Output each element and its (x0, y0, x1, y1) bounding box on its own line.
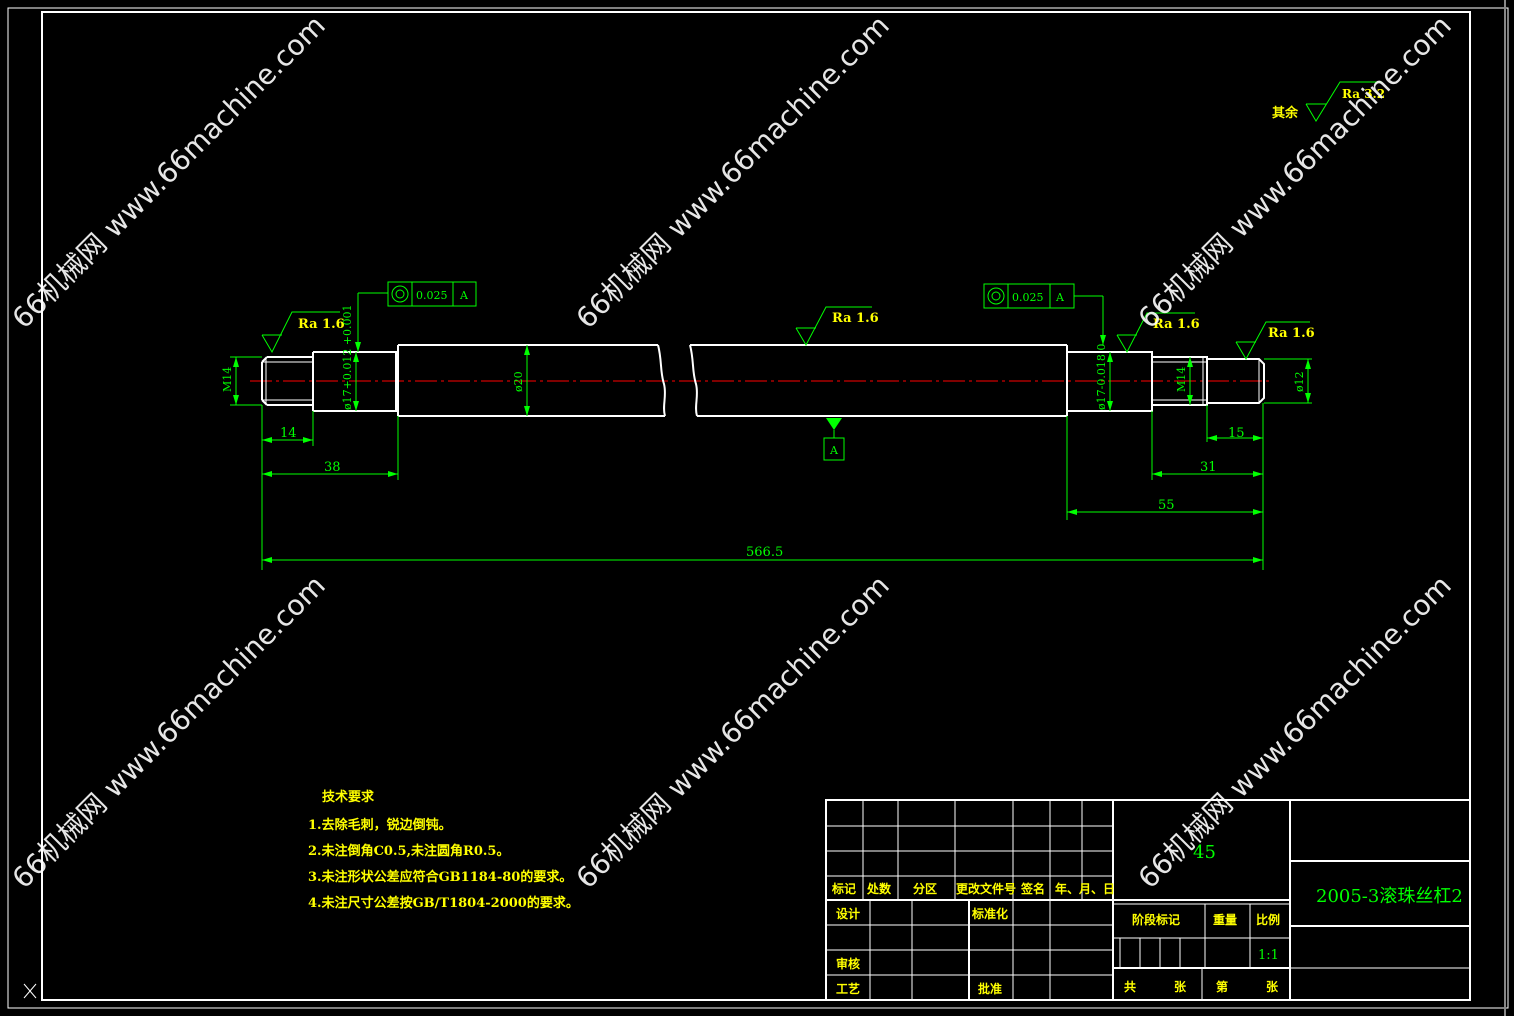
surface-finish-symbols (261, 81, 1382, 361)
hdr-mark: 标记 (831, 881, 856, 896)
dim-14: 14 (280, 426, 297, 441)
watermark: 66机械网 www.66machine.com (570, 9, 896, 335)
scale-header: 比例 (1256, 912, 1280, 927)
watermark: 66机械网 www.66machine.com (1132, 9, 1458, 335)
title-block (825, 799, 1471, 1001)
dim-total: 566.5 (746, 545, 783, 560)
ra-center-label: Ra 1.6 (832, 311, 879, 326)
ra-other-label: Ra 3.2 (1342, 87, 1385, 101)
datum-label: A (829, 444, 839, 457)
other-surfaces-label: 其余 (1272, 105, 1299, 121)
weight-label: 重量 (1213, 912, 1237, 927)
shaft-left (261, 344, 666, 417)
dim-15: 15 (1228, 426, 1245, 441)
review-label: 审核 (836, 956, 860, 971)
standardize-label: 标准化 (971, 906, 1008, 921)
dimension-arrows (233, 335, 1311, 563)
geo-tolerance-right-value: 0.025 (1012, 291, 1044, 304)
geo-tolerance-frame-left (387, 281, 477, 307)
tech-title: 技术要求 (322, 789, 375, 805)
sheets-label-1: 张 (1174, 979, 1187, 994)
process-label: 工艺 (836, 981, 860, 996)
ra-left-end-label: Ra 1.6 (298, 317, 345, 332)
drawing-name: 2005-3滚珠丝杠2 (1316, 886, 1463, 907)
ra-right-end-label: Ra 1.6 (1268, 326, 1315, 341)
tech-item: 1.去除毛刺，锐边倒钝。 (308, 817, 452, 833)
design-label: 设计 (836, 906, 860, 921)
dia-left-thread: M14 (221, 367, 234, 392)
watermarks: 66机械网 www.66machine.com 66机械网 www.66mach… (6, 9, 1458, 895)
geo-tolerance-left-datum: A (459, 289, 469, 302)
total-sheets-label: 共 (1124, 979, 1136, 994)
dimension-lines (230, 292, 1312, 570)
hdr-count: 处数 (866, 881, 892, 896)
watermark: 66机械网 www.66machine.com (6, 569, 332, 895)
hdr-zone: 分区 (913, 881, 937, 896)
tech-item: 4.未注尺寸公差按GB/T1804-2000的要求。 (308, 895, 579, 911)
geo-tolerance-left-value: 0.025 (416, 289, 448, 302)
datum-symbol (823, 418, 845, 461)
tech-item: 2.未注倒角C0.5,未注圆角R0.5。 (308, 843, 509, 859)
dim-31: 31 (1200, 460, 1217, 475)
scale-value: 1:1 (1258, 948, 1279, 963)
watermark: 66机械网 www.66machine.com (1132, 569, 1458, 895)
sheet-no-label: 第 (1216, 979, 1228, 994)
dim-38: 38 (324, 460, 341, 475)
inner-frame (41, 11, 1471, 1001)
dim-55: 55 (1158, 498, 1175, 513)
dia-left-bearing: ø17+0.012 +0.001 (341, 304, 354, 410)
outer-frame (7, 7, 1509, 1009)
dia-main: ø20 (512, 371, 525, 392)
ra-right-bearing-label: Ra 1.6 (1153, 317, 1200, 332)
approve-label: 批准 (978, 981, 1002, 996)
geo-tolerance-right-datum: A (1055, 291, 1065, 304)
tech-requirements: 技术要求 1.去除毛刺，锐边倒钝。 2.未注倒角C0.5,未注圆角R0.5。 3… (308, 789, 579, 911)
hdr-date: 年、月、日 (1055, 881, 1115, 896)
geo-tolerance-frame-right (983, 283, 1075, 309)
material-label: 45 (1193, 842, 1216, 863)
hdr-sign: 签名 (1020, 881, 1045, 896)
dia-right-end: ø12 (1293, 371, 1306, 392)
dia-right-bearing: ø17-0.018 0 (1095, 344, 1108, 410)
stage-label: 阶段标记 (1132, 912, 1180, 927)
watermark: 66机械网 www.66machine.com (6, 9, 332, 335)
watermark: 66机械网 www.66machine.com (570, 569, 896, 895)
hdr-change-doc: 更改文件号 (956, 881, 1016, 896)
sheets-label-2: 张 (1266, 979, 1279, 994)
dia-right-thread: M14 (1175, 367, 1188, 392)
title-block-text: 标记 处数 分区 更改文件号 签名 年、月、日 设计 标准化 审核 工艺 批准 … (831, 842, 1463, 996)
tech-item: 3.未注形状公差应符合GB1184-80的要求。 (308, 869, 572, 885)
ucs-icon (23, 983, 37, 999)
